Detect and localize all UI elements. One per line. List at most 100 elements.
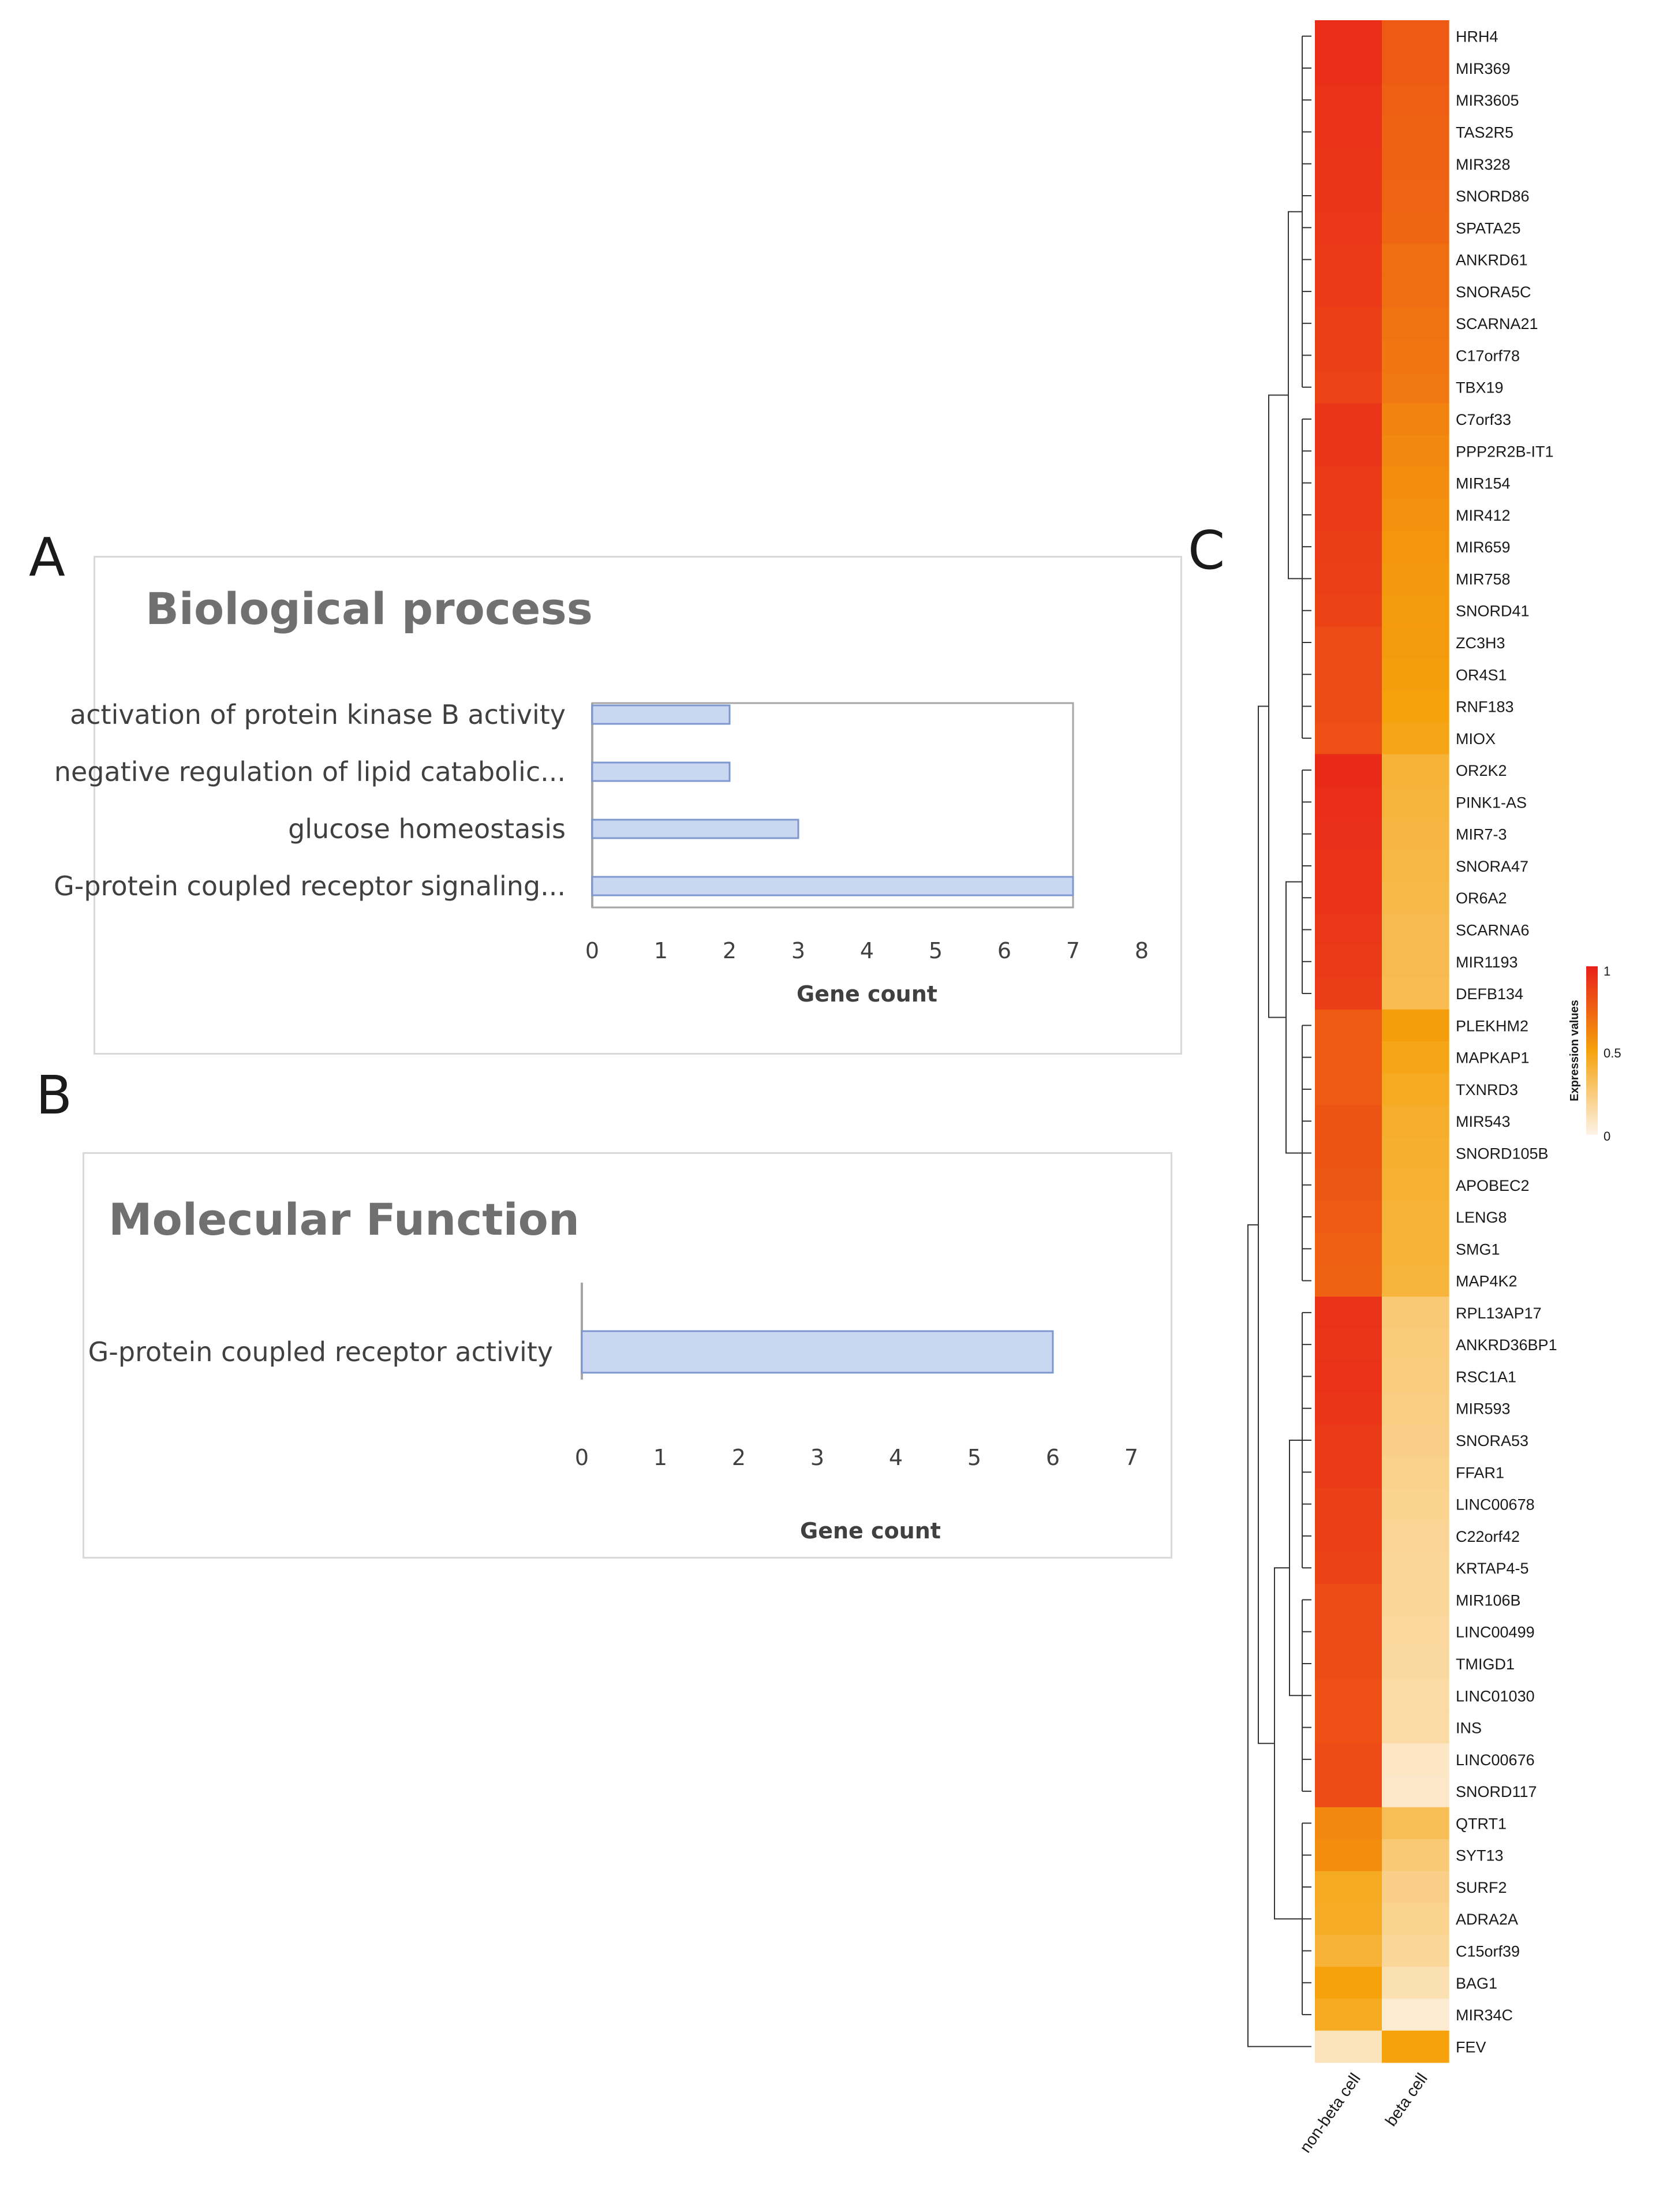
heatmap-cell <box>1315 1360 1382 1393</box>
heatmap-cell <box>1315 148 1382 181</box>
heatmap-cell <box>1382 307 1449 340</box>
heatmap-cell <box>1382 1807 1449 1840</box>
gene-label: MIR7-3 <box>1456 826 1507 843</box>
gene-label: SPATA25 <box>1456 219 1521 237</box>
heatmap-cell <box>1382 1903 1449 1936</box>
gene-label: SCARNA6 <box>1456 922 1530 939</box>
heatmap-cell <box>1315 1616 1382 1648</box>
category-label: G-protein coupled receptor activity <box>88 1336 553 1367</box>
gene-label: TMIGD1 <box>1456 1656 1515 1673</box>
x-tick-label: 2 <box>723 938 737 963</box>
heatmap-cell <box>1382 84 1449 117</box>
dendrogram-branch <box>1285 881 1302 1154</box>
heatmap-cell <box>1382 1392 1449 1425</box>
colorbar-tick-label: 1 <box>1604 964 1610 978</box>
gene-label: C22orf42 <box>1456 1528 1520 1545</box>
gene-label: MIR593 <box>1456 1400 1511 1418</box>
gene-label: RNF183 <box>1456 698 1514 716</box>
heatmap-cell <box>1315 180 1382 212</box>
heatmap-cell <box>1315 530 1382 563</box>
heatmap-cell <box>1382 371 1449 403</box>
heatmap-cell <box>1382 1616 1449 1648</box>
dendrogram-branch <box>1258 705 1274 1744</box>
colorbar-tick-label: 0.5 <box>1604 1046 1621 1060</box>
x-axis-label: Gene count <box>800 1518 941 1544</box>
heatmap-cell <box>1315 1552 1382 1585</box>
heatmap-cell <box>1315 1520 1382 1553</box>
heatmap-cell <box>1382 1583 1449 1616</box>
heatmap-cell <box>1382 977 1449 1010</box>
heatmap-cell <box>1315 1009 1382 1042</box>
x-tick-label: 0 <box>585 938 599 963</box>
heatmap-cell <box>1382 1232 1449 1265</box>
heatmap-cell <box>1315 1169 1382 1202</box>
heatmap-cell <box>1315 722 1382 755</box>
heatmap-cell <box>1382 1998 1449 2031</box>
heatmap-cell <box>1315 52 1382 85</box>
heatmap-cell <box>1315 786 1382 819</box>
gene-label: MIR34C <box>1456 2007 1513 2024</box>
bar <box>591 761 731 782</box>
heatmap-cell <box>1382 1105 1449 1138</box>
panel-letter-c: C <box>1188 520 1225 581</box>
gene-label: MAPKAP1 <box>1456 1049 1530 1067</box>
heatmap-cell <box>1382 1328 1449 1361</box>
heatmap-cell <box>1382 1137 1449 1169</box>
column-label: non-beta cell <box>1296 2070 1364 2156</box>
gene-label: BAG1 <box>1456 1975 1497 1992</box>
heatmap-cell <box>1382 690 1449 723</box>
gene-label: LINC01030 <box>1456 1687 1535 1705</box>
heatmap-cell <box>1382 115 1449 148</box>
panel-letter-b: B <box>36 1064 73 1126</box>
heatmap-cell <box>1382 1424 1449 1457</box>
column-label: beta cell <box>1382 2070 1431 2129</box>
heatmap-cell <box>1382 1520 1449 1553</box>
bar <box>591 876 1074 896</box>
heatmap-cell <box>1382 1967 1449 2000</box>
gene-label: ANKRD36BP1 <box>1456 1336 1557 1354</box>
heatmap-cell <box>1315 913 1382 946</box>
dendrogram-branch <box>1288 211 1302 580</box>
heatmap-cell <box>1315 658 1382 691</box>
heatmap-cell <box>1315 1775 1382 1808</box>
gene-label: FFAR1 <box>1456 1464 1504 1481</box>
heatmap-cell <box>1315 466 1382 499</box>
gene-label: OR6A2 <box>1456 890 1507 907</box>
colorbar-label: Expression values <box>1568 1000 1581 1101</box>
heatmap-cell <box>1315 435 1382 468</box>
heatmap-cell <box>1315 211 1382 244</box>
heatmap-cell <box>1382 1934 1449 1967</box>
x-tick-label: 6 <box>997 938 1011 963</box>
heatmap-cell <box>1315 1232 1382 1265</box>
heatmap-cell <box>1315 403 1382 436</box>
gene-label: ADRA2A <box>1456 1911 1518 1928</box>
heatmap-cell <box>1315 562 1382 595</box>
gene-label: MIR369 <box>1456 60 1511 77</box>
heatmap-cell <box>1382 1169 1449 1202</box>
heatmap-cell <box>1315 1456 1382 1489</box>
dendrogram-branch <box>1289 1440 1302 1697</box>
colorbar-tick-label: 0 <box>1604 1129 1610 1144</box>
gene-label: OR2K2 <box>1456 762 1507 779</box>
x-tick-label: 1 <box>654 938 668 963</box>
heatmap-cell <box>1382 722 1449 755</box>
gene-label: MIR328 <box>1456 156 1511 173</box>
gene-label: SYT13 <box>1456 1847 1504 1864</box>
heatmap-cell <box>1382 626 1449 659</box>
bar <box>581 1330 1054 1374</box>
gene-label: PLEKHM2 <box>1456 1017 1528 1034</box>
heatmap-cell <box>1315 1201 1382 1234</box>
heatmap-cell <box>1382 1296 1449 1329</box>
heatmap-cell <box>1382 499 1449 532</box>
gene-label: SMG1 <box>1456 1240 1500 1258</box>
gene-label: C7orf33 <box>1456 411 1511 428</box>
heatmap-cell <box>1382 1009 1449 1042</box>
heatmap-cell <box>1315 850 1382 883</box>
heatmap-cell <box>1315 1711 1382 1744</box>
heatmap-cell <box>1315 1647 1382 1680</box>
gene-label: TXNRD3 <box>1456 1081 1518 1098</box>
heatmap-cell <box>1315 307 1382 340</box>
gene-label: ZC3H3 <box>1456 634 1505 652</box>
heatmap-cell <box>1382 1073 1449 1106</box>
